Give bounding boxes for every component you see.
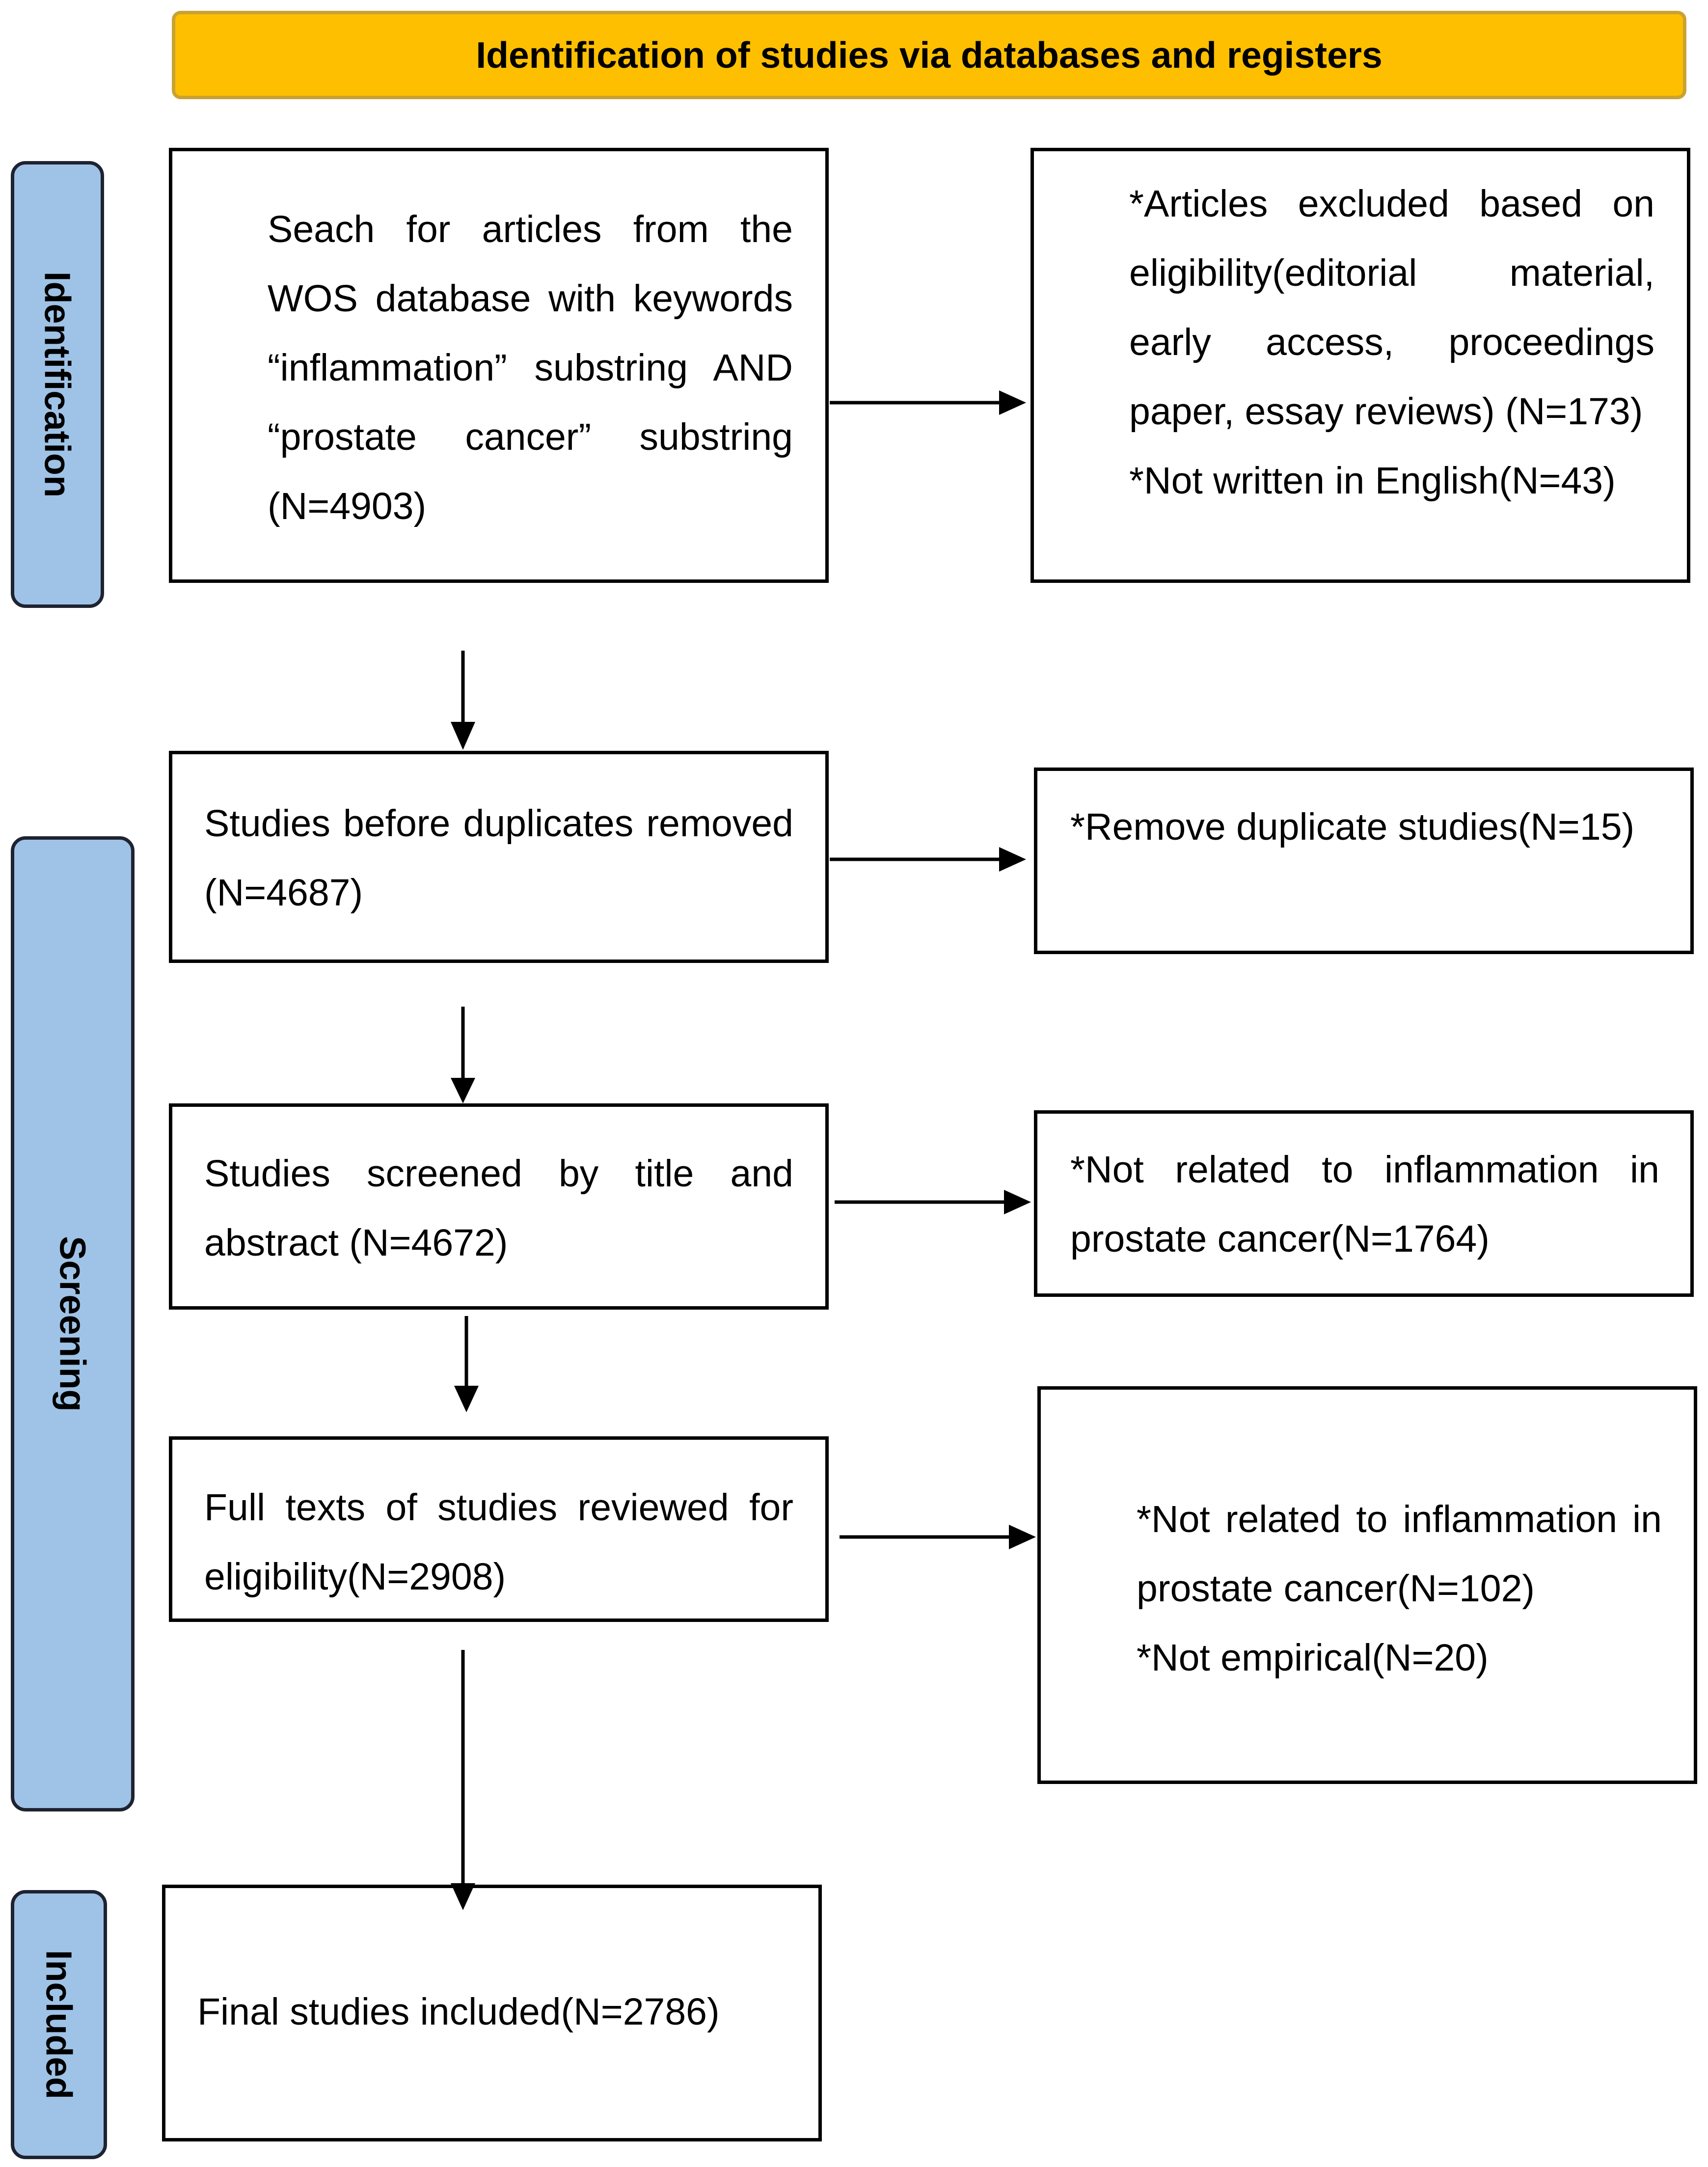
flow-header: Identification of studies via databases … [172, 11, 1686, 99]
flow-header-title: Identification of studies via databases … [476, 34, 1383, 76]
box-search-text: Seach for articles from the WOS database… [268, 208, 793, 527]
box-remove-duplicates [1034, 768, 1694, 954]
exclusions-full-text-line1: *Not related to inflammation in prostate… [1137, 1498, 1662, 1610]
excluded-eligibility-line2: *Not written in English(N=43) [1129, 460, 1616, 502]
box-screened [169, 1103, 829, 1310]
box-excluded-eligibility-text: *Articles excluded based on eligibility(… [1129, 169, 1654, 516]
box-full-texts-text: Full texts of studies reviewed for eligi… [204, 1486, 793, 1598]
box-search [169, 148, 829, 583]
box-excluded-eligibility [1030, 148, 1690, 583]
box-before-duplicates [169, 751, 829, 963]
box-final [162, 1885, 822, 2141]
phase-identification: Identification [11, 161, 104, 608]
box-not-related-1-text: *Not related to inflammation in prostate… [1070, 1149, 1659, 1260]
phase-included: Included [11, 1890, 107, 2159]
box-final-text: Final studies included(N=2786) [197, 1991, 720, 2033]
excluded-eligibility-line1: *Articles excluded based on eligibility(… [1129, 183, 1654, 433]
box-full-texts [169, 1436, 829, 1622]
box-not-related-1 [1034, 1110, 1694, 1297]
box-screened-text: Studies screened by title and abstract (… [204, 1152, 793, 1264]
box-exclusions-full-text [1037, 1386, 1697, 1784]
box-before-duplicates-text: Studies before duplicates removed (N=468… [204, 802, 793, 914]
phase-screening: Screening [11, 836, 135, 1811]
box-remove-duplicates-text: *Remove duplicate studies(N=15) [1070, 806, 1635, 848]
exclusions-full-text-line2: *Not empirical(N=20) [1137, 1637, 1489, 1679]
box-exclusions-full-text-text: *Not related to inflammation in prostate… [1137, 1485, 1662, 1693]
